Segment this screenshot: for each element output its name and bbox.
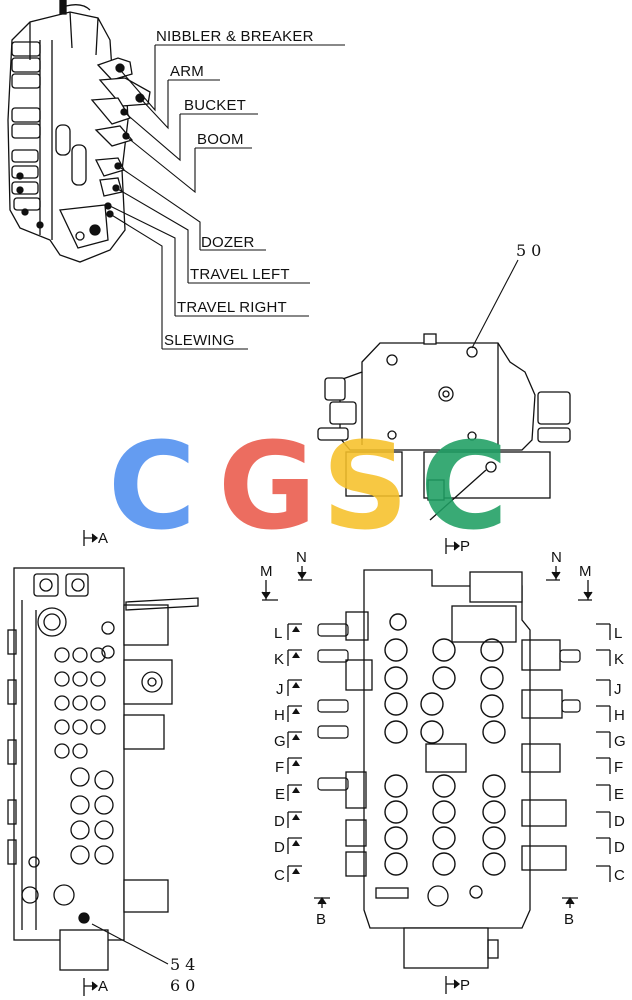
part-number-54: 54	[170, 955, 200, 974]
watermark-letter-g: G	[218, 418, 317, 557]
row-label-f-right: F	[614, 759, 623, 776]
row-label-f-left: F	[275, 759, 284, 776]
row-label-l-left: L	[274, 625, 282, 642]
callout-boom: BOOM	[197, 131, 244, 148]
row-label-l-right: L	[614, 625, 622, 642]
row-label-k-left: K	[274, 651, 284, 668]
watermark-letter-c2: C	[420, 418, 508, 557]
row-label-e-left: E	[275, 786, 285, 803]
watermark-letter-c1: C	[108, 418, 196, 557]
row-label-h-right: H	[614, 707, 625, 724]
front-valve-view	[345, 569, 567, 969]
row-label-e-right: E	[614, 786, 624, 803]
section-label-m-left: M	[260, 563, 273, 580]
callout-travel-right: TRAVEL RIGHT	[177, 299, 287, 316]
row-label-d1-right: D	[614, 813, 625, 830]
section-mark-a-top	[83, 530, 99, 546]
callout-leader-lines	[109, 44, 345, 350]
section-mark-n-left	[297, 566, 312, 581]
row-label-d2-left: D	[274, 839, 285, 856]
callout-bucket: BUCKET	[184, 97, 246, 114]
section-mark-a-bottom	[83, 978, 99, 996]
row-label-g-left: G	[274, 733, 286, 750]
part-number-50: 50	[516, 241, 546, 260]
callout-dozer: DOZER	[201, 234, 255, 251]
isometric-valve-view	[7, 0, 151, 263]
row-label-h-left: H	[274, 707, 285, 724]
section-label-a-bottom: A	[98, 978, 108, 995]
section-mark-n-right	[546, 566, 561, 581]
row-label-c-right: C	[614, 867, 625, 884]
section-mark-m-left	[261, 580, 278, 601]
callout-slewing: SLEWING	[164, 332, 235, 349]
row-label-d1-left: D	[274, 813, 285, 830]
section-mark-b-left	[314, 896, 330, 908]
left-row-marks	[287, 623, 302, 882]
row-label-j-right: J	[614, 681, 622, 698]
left-row-arrows	[292, 626, 300, 874]
section-label-a-top: A	[98, 530, 108, 547]
section-label-p-bottom: P	[460, 977, 470, 994]
section-mark-b-right	[562, 896, 578, 908]
top-valve-view	[317, 333, 571, 521]
row-label-d2-right: D	[614, 839, 625, 856]
row-label-c-left: C	[274, 867, 285, 884]
part-leader-50	[471, 259, 519, 349]
part-number-60: 60	[170, 976, 200, 995]
row-label-k-right: K	[614, 651, 624, 668]
section-mark-p-bottom	[445, 976, 461, 994]
section-label-b-right: B	[564, 911, 574, 928]
part-leader-54-60	[91, 923, 169, 965]
front-view-ports	[384, 613, 506, 876]
watermark: C G S C	[108, 418, 508, 557]
section-label-p-top: P	[460, 538, 470, 555]
side-view-a-ports	[54, 647, 114, 865]
row-label-g-right: G	[614, 733, 626, 750]
section-label-b-left: B	[316, 911, 326, 928]
front-view-plugs	[317, 623, 581, 791]
row-label-j-left: J	[276, 681, 284, 698]
section-mark-p-top	[445, 538, 461, 554]
callout-travel-left: TRAVEL LEFT	[190, 266, 290, 283]
right-row-marks	[596, 623, 611, 882]
section-label-n-left: N	[296, 549, 307, 566]
callout-arm: ARM	[170, 63, 204, 80]
callout-nibbler-breaker: NIBBLER & BREAKER	[156, 28, 314, 45]
section-label-n-right: N	[551, 549, 562, 566]
section-mark-m-right	[578, 580, 593, 601]
watermark-letter-s: S	[322, 418, 408, 557]
side-view-a	[7, 567, 199, 971]
section-label-m-right: M	[579, 563, 592, 580]
